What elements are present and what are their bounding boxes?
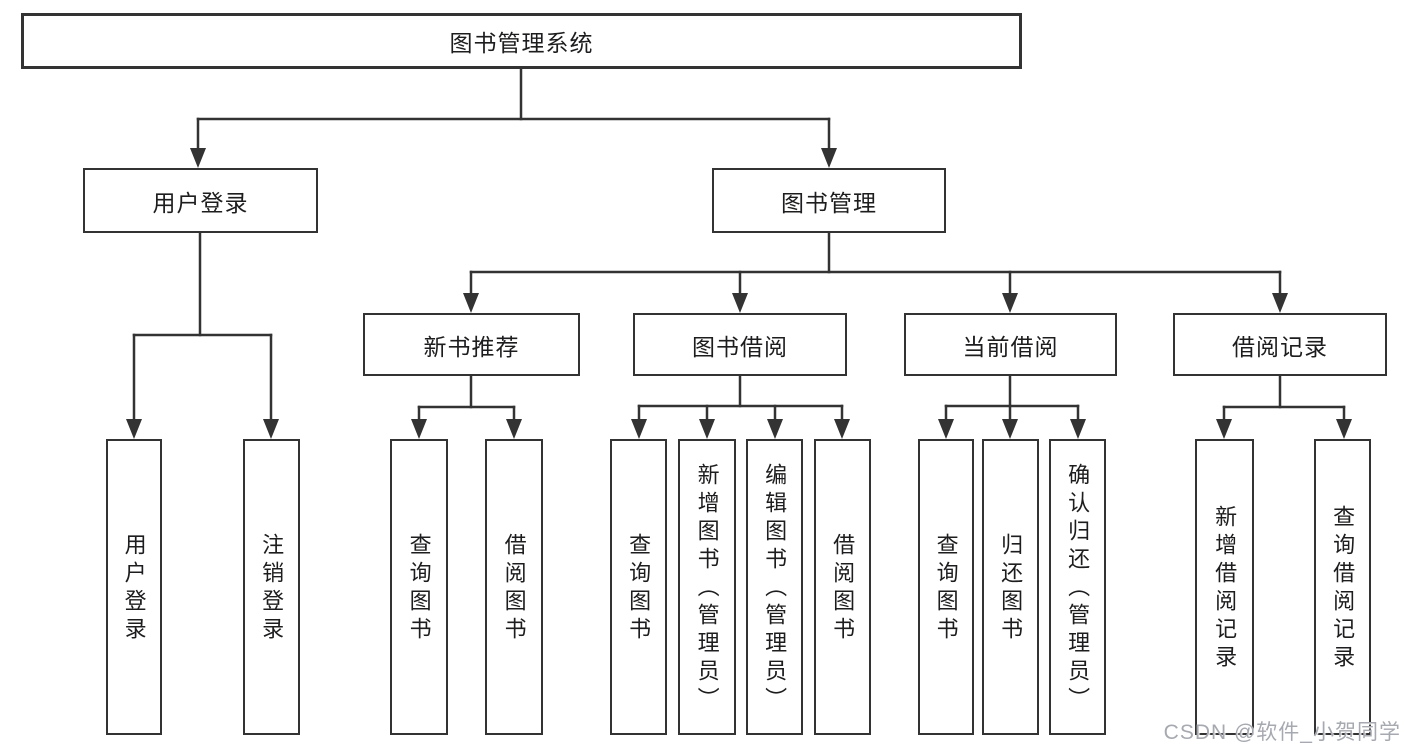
connector-book-borrowing <box>631 374 850 439</box>
connector-new-book <box>411 374 522 439</box>
leaf-add-books-admin: 新增图书（管理员） <box>678 439 736 735</box>
leaf-query-books-current: 查询图书 <box>918 439 974 735</box>
node-current-borrowing: 当前借阅 <box>904 313 1117 376</box>
leaf-borrow-books-recommend: 借阅图书 <box>485 439 543 735</box>
leaf-borrow-books: 借阅图书 <box>814 439 871 735</box>
leaf-add-borrow-record: 新增借阅记录 <box>1195 439 1254 735</box>
node-book-management: 图书管理 <box>712 168 946 233</box>
leaf-user-login: 用户登录 <box>106 439 162 735</box>
leaf-edit-books-admin: 编辑图书（管理员） <box>746 439 803 735</box>
leaf-return-books: 归还图书 <box>982 439 1039 735</box>
leaf-logout: 注销登录 <box>243 439 300 735</box>
connector-root <box>190 67 837 168</box>
connector-book-management <box>463 231 1288 313</box>
csdn-watermark: CSDN @软件_小贺同学 <box>1163 721 1401 744</box>
node-system-root: 图书管理系统 <box>21 13 1022 69</box>
node-new-book-recommendation: 新书推荐 <box>363 313 580 376</box>
connector-user-login <box>126 231 279 439</box>
connector-borrow-records <box>1216 374 1352 439</box>
connector-current-borrow <box>938 374 1086 439</box>
leaf-query-books-recommend: 查询图书 <box>390 439 448 735</box>
node-borrowing-records: 借阅记录 <box>1173 313 1387 376</box>
node-user-login: 用户登录 <box>83 168 318 233</box>
leaf-query-books-borrowing: 查询图书 <box>610 439 667 735</box>
leaf-query-borrow-record: 查询借阅记录 <box>1314 439 1371 735</box>
leaf-confirm-return-admin: 确认归还（管理员） <box>1049 439 1106 735</box>
node-book-borrowing: 图书借阅 <box>633 313 847 376</box>
